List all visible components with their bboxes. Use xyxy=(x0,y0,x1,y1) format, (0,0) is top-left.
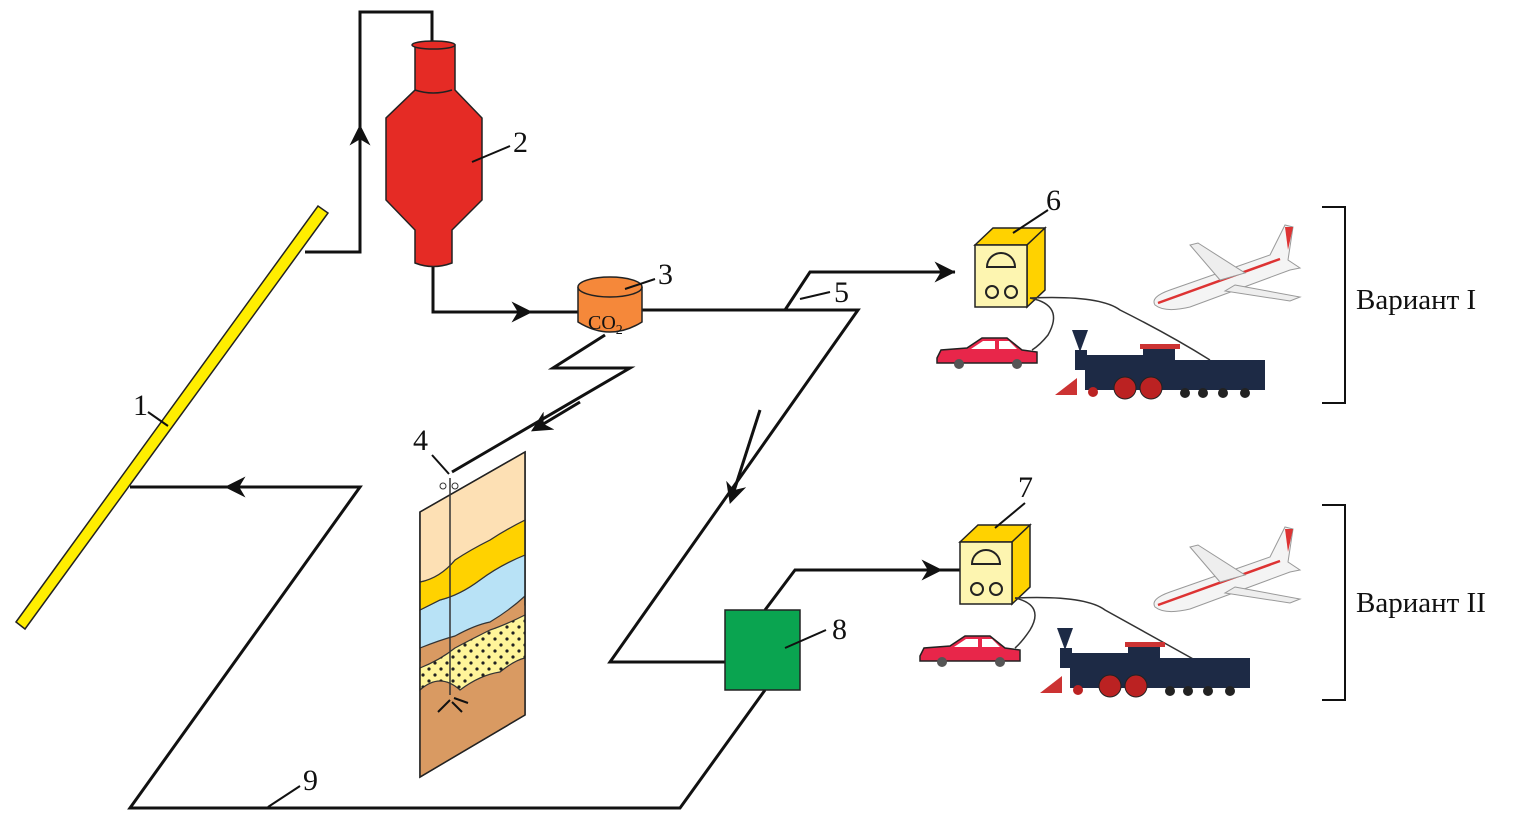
geological-formation: 4 xyxy=(413,424,526,779)
solar-collector: 1 xyxy=(14,204,330,631)
label-6: 6 xyxy=(1046,184,1061,217)
locomotive-icon xyxy=(1055,330,1265,400)
label-1: 1 xyxy=(133,389,148,422)
reactor: 2 xyxy=(385,40,528,268)
label-3: 3 xyxy=(658,258,673,291)
svg-text:CO2: CO2 xyxy=(588,312,623,338)
pipes xyxy=(127,10,960,810)
bracket-variant-1 xyxy=(1322,206,1346,404)
meter-device-icon xyxy=(973,226,1047,309)
variant-1-consumers: 6 xyxy=(936,184,1302,400)
locomotive-icon xyxy=(1040,628,1250,698)
variant-2-label: Вариант II xyxy=(1356,587,1486,619)
label-5: 5 xyxy=(834,276,849,309)
bracket-variant-2 xyxy=(1322,504,1346,701)
meter-device-icon xyxy=(958,523,1032,606)
label-7: 7 xyxy=(1018,471,1033,504)
label-2: 2 xyxy=(513,126,528,159)
variant-1-label: Вариант I xyxy=(1356,284,1476,316)
car-icon xyxy=(919,635,1021,667)
label-8: 8 xyxy=(832,613,847,646)
airplane-icon xyxy=(1153,224,1302,311)
airplane-icon xyxy=(1153,526,1302,613)
car-icon xyxy=(936,337,1038,369)
variant-2-consumers: 7 xyxy=(919,471,1302,698)
processing-unit: 8 xyxy=(724,609,847,691)
label-9: 9 xyxy=(303,764,318,797)
label-4: 4 xyxy=(413,424,428,457)
co2-text: CO xyxy=(588,312,616,334)
co2-subscript: 2 xyxy=(616,323,623,338)
co2-tank: CO2 3 xyxy=(577,258,673,338)
